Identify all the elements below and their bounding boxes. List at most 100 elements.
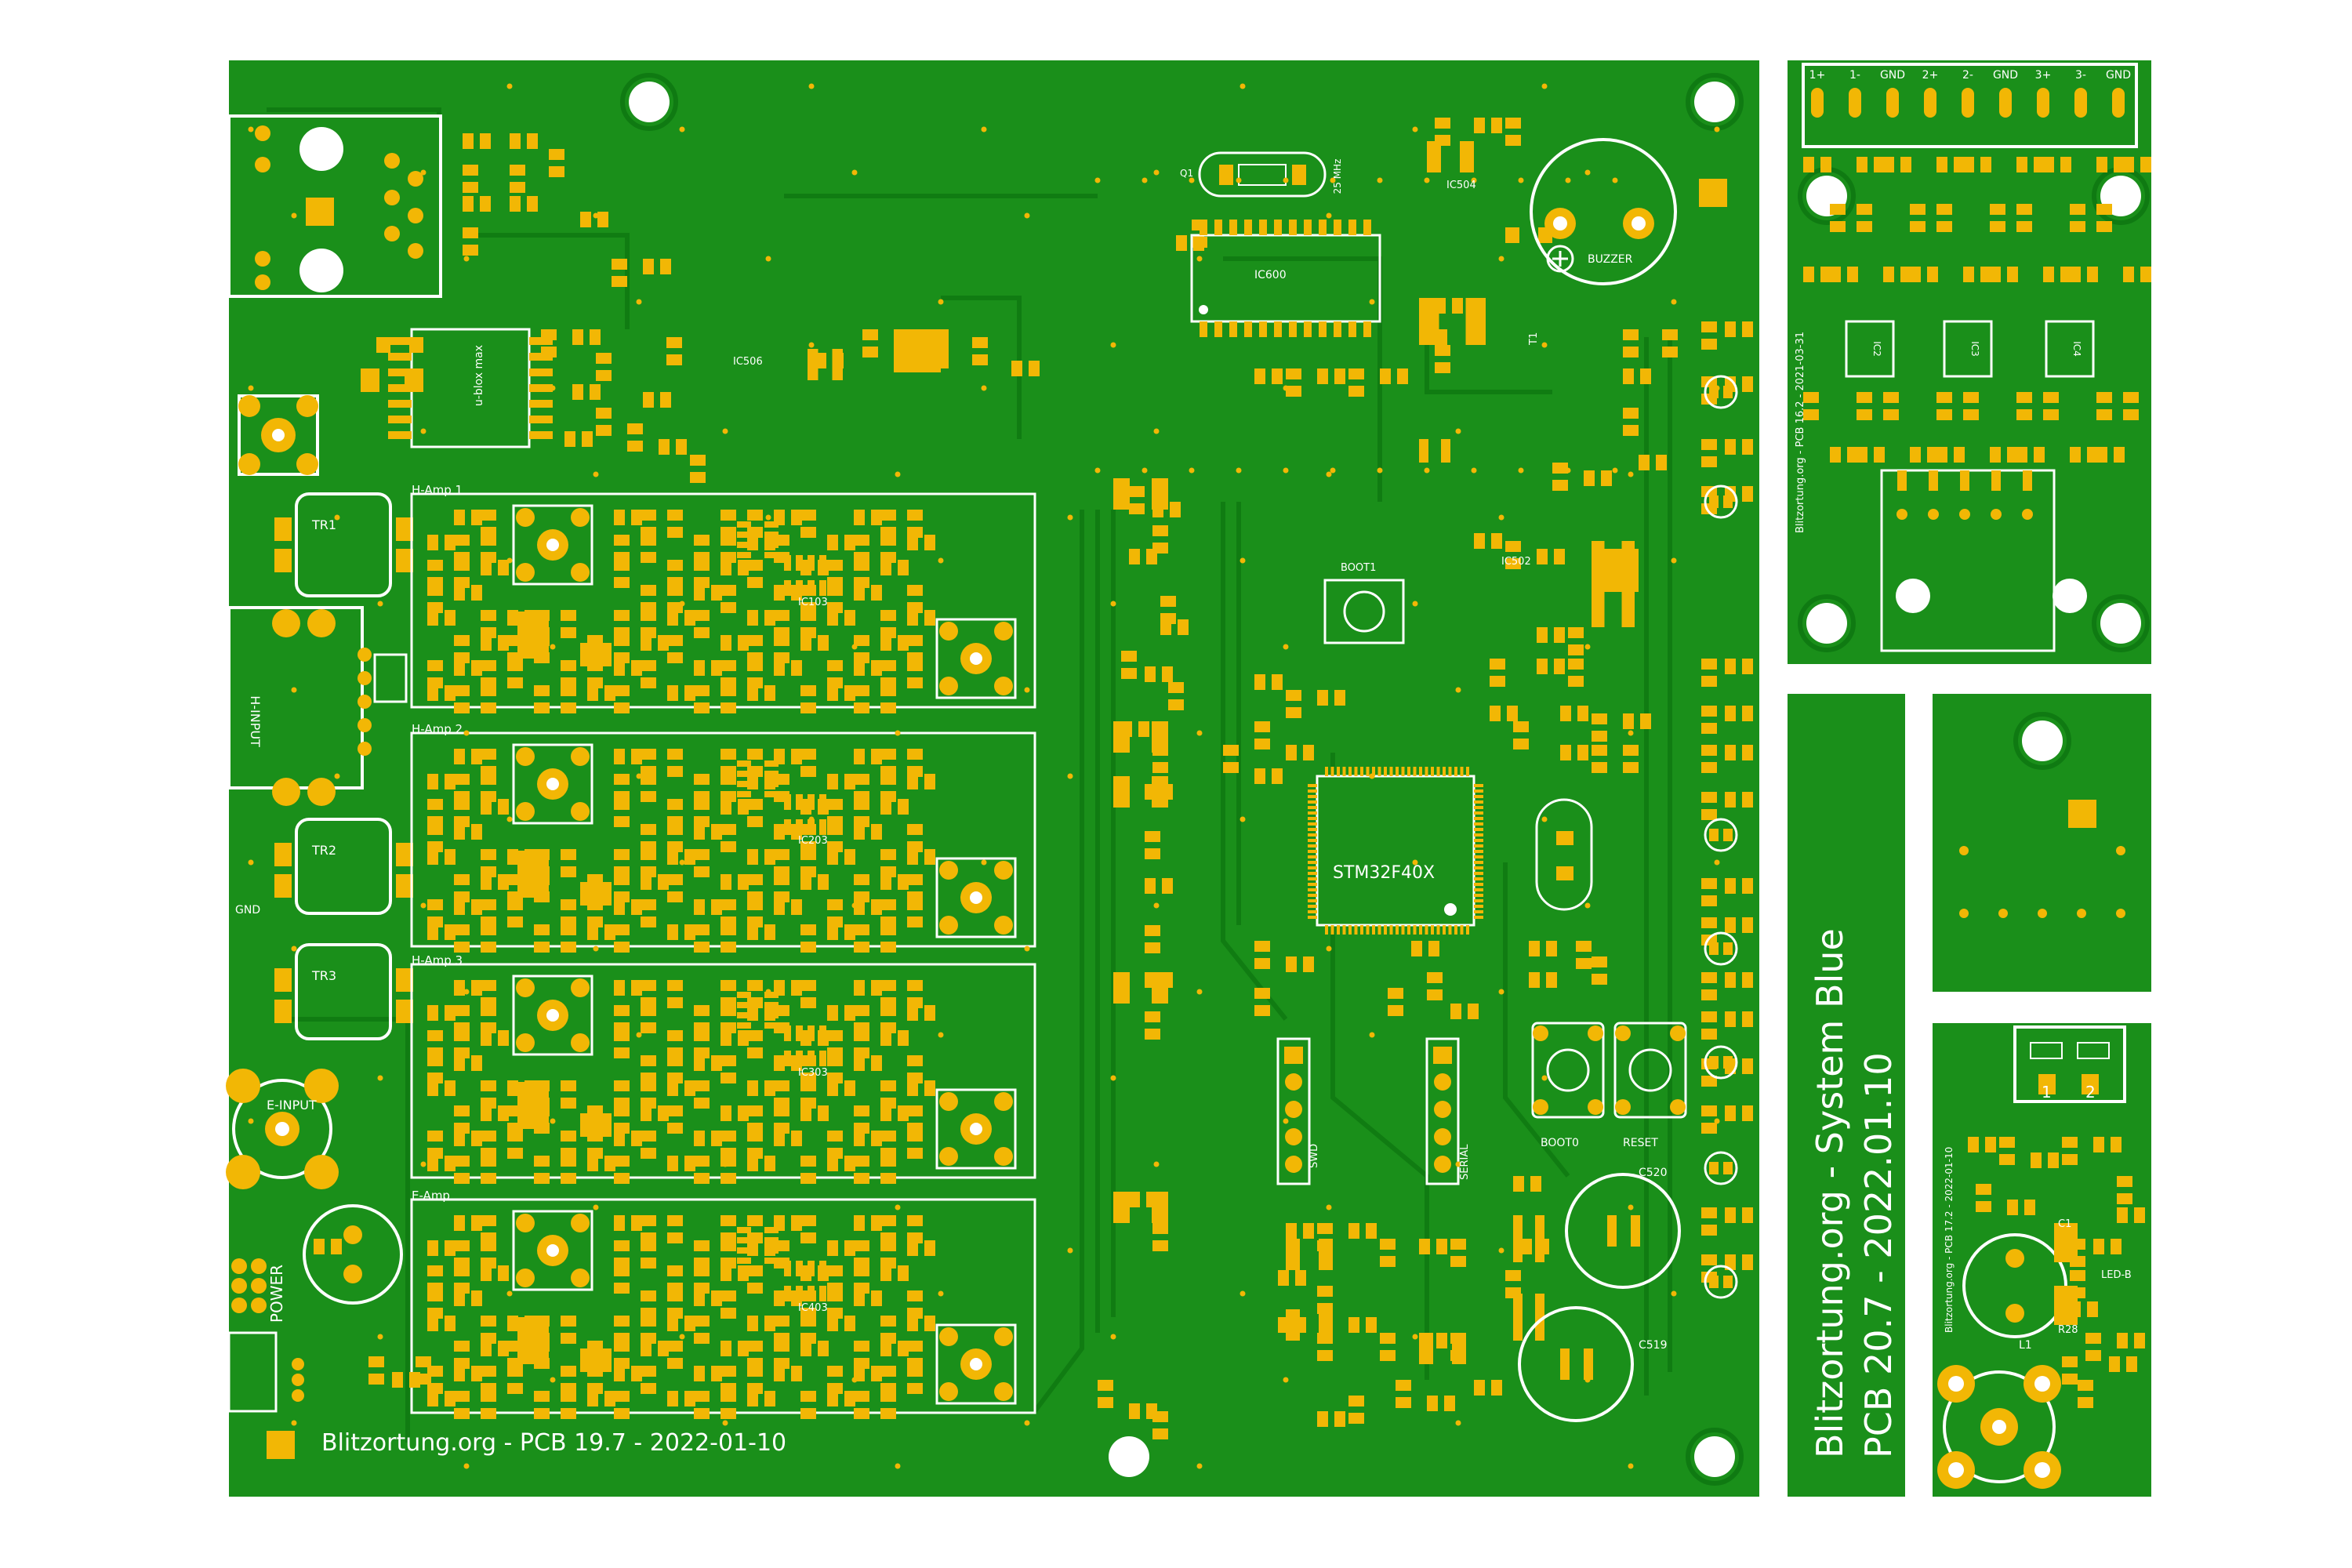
smd-part (659, 439, 687, 455)
smd-part (1145, 831, 1160, 859)
smd-part (694, 924, 710, 953)
smd-part (1474, 1380, 1502, 1396)
smd-part (507, 660, 523, 688)
smd-part (747, 1240, 775, 1256)
smd-part (774, 980, 802, 996)
smd-part (880, 1105, 909, 1121)
smd-part (1427, 972, 1443, 1000)
smd-part (454, 685, 470, 713)
smd-part (1568, 659, 1584, 687)
smd-part (720, 560, 749, 575)
smd-part (907, 1005, 935, 1021)
smd-part (1435, 345, 1450, 373)
smd-part (1725, 439, 1753, 455)
smd-part (2070, 204, 2085, 232)
smd-part (561, 1391, 576, 1419)
tr3-label: TR3 (311, 968, 336, 983)
smd-part (907, 1240, 935, 1256)
smd-part (720, 1030, 749, 1046)
smd-part (454, 924, 470, 953)
smd-part (1411, 941, 1439, 956)
boot1-label: BOOT1 (1341, 562, 1376, 574)
smd-part (427, 1240, 456, 1256)
smd-part (1830, 447, 1858, 463)
rtb-vertical-pcb: Blitzortung.org - PCB 16.2 - 2021-03-31 (1795, 332, 1806, 533)
smd-part (667, 1341, 683, 1369)
smd-part (1474, 533, 1502, 549)
smd-part (2096, 204, 2112, 232)
smd-part (463, 165, 478, 193)
smd-part (827, 610, 855, 626)
smd-part (1388, 988, 1403, 1016)
smd-part (1168, 682, 1184, 710)
smd-part (667, 685, 695, 701)
smd-part (1936, 447, 1965, 463)
vias (248, 83, 1720, 1469)
smd-part (800, 1156, 816, 1184)
terminal-label: GND (1993, 69, 2018, 82)
smd-part (481, 1030, 509, 1046)
smd-part (614, 1030, 630, 1058)
smd-part (1803, 392, 1819, 420)
crystal-freq-label: 25 MHz (1332, 159, 1343, 194)
tr1-label: TR1 (311, 517, 336, 532)
smd-part (1803, 267, 1831, 282)
terminal-label: 1- (1849, 69, 1860, 82)
smd-part (827, 1080, 855, 1096)
smd-part (774, 1131, 802, 1146)
smd-part (643, 259, 671, 274)
smd-part (907, 535, 935, 550)
smd-part (880, 1341, 909, 1356)
ic600-label: IC600 (1254, 269, 1287, 281)
smd-part (2085, 1333, 2101, 1361)
smd-part (720, 1105, 749, 1121)
smd-part (694, 610, 710, 638)
smd-part (854, 660, 882, 676)
smd-part (454, 1131, 482, 1146)
amp-coax (512, 975, 593, 1056)
amp-title-2: H-Amp 2 (412, 722, 463, 736)
smd-part (800, 1391, 816, 1419)
smd-part (854, 1366, 882, 1381)
smd-part (694, 1055, 722, 1071)
smd-part (1160, 619, 1189, 635)
smd-part (2109, 1356, 2137, 1372)
boot0-label: BOOT0 (1541, 1137, 1579, 1149)
amp-coax-output (935, 618, 1017, 699)
smd-part (774, 660, 802, 676)
smd-part (800, 1105, 829, 1121)
smd-part (774, 1290, 802, 1306)
smd-part (667, 749, 683, 777)
smd-part (368, 1356, 384, 1385)
smd-part (854, 980, 882, 996)
smd-part (1317, 690, 1345, 706)
smd-part (694, 1366, 722, 1381)
smd-part (454, 1391, 470, 1419)
smd-part (694, 849, 710, 877)
smd-part (2043, 267, 2071, 282)
smd-part (694, 899, 722, 915)
smd-part (2123, 267, 2151, 282)
push-buttons (1323, 579, 1687, 1119)
smd-part (596, 353, 612, 381)
reset-label: RESET (1623, 1137, 1658, 1149)
smd-part (641, 1005, 656, 1033)
smd-part (561, 1316, 576, 1344)
smd-part (1254, 988, 1270, 1016)
smd-part (534, 1105, 550, 1134)
smd-part (454, 660, 482, 676)
smd-part (1450, 1004, 1479, 1019)
smd-part (427, 1290, 443, 1319)
smd-part (854, 560, 869, 588)
smd-part (1537, 627, 1565, 643)
smd-part (667, 980, 683, 1008)
smd-part (2031, 1152, 2059, 1168)
smd-part (747, 924, 775, 940)
smd-part (507, 1316, 535, 1331)
smd-part (1254, 941, 1270, 969)
smd-part (827, 924, 855, 940)
smd-part (1317, 1411, 1345, 1427)
smd-part (481, 1391, 496, 1419)
smd-part (827, 1240, 855, 1256)
smd-part (854, 1030, 869, 1058)
